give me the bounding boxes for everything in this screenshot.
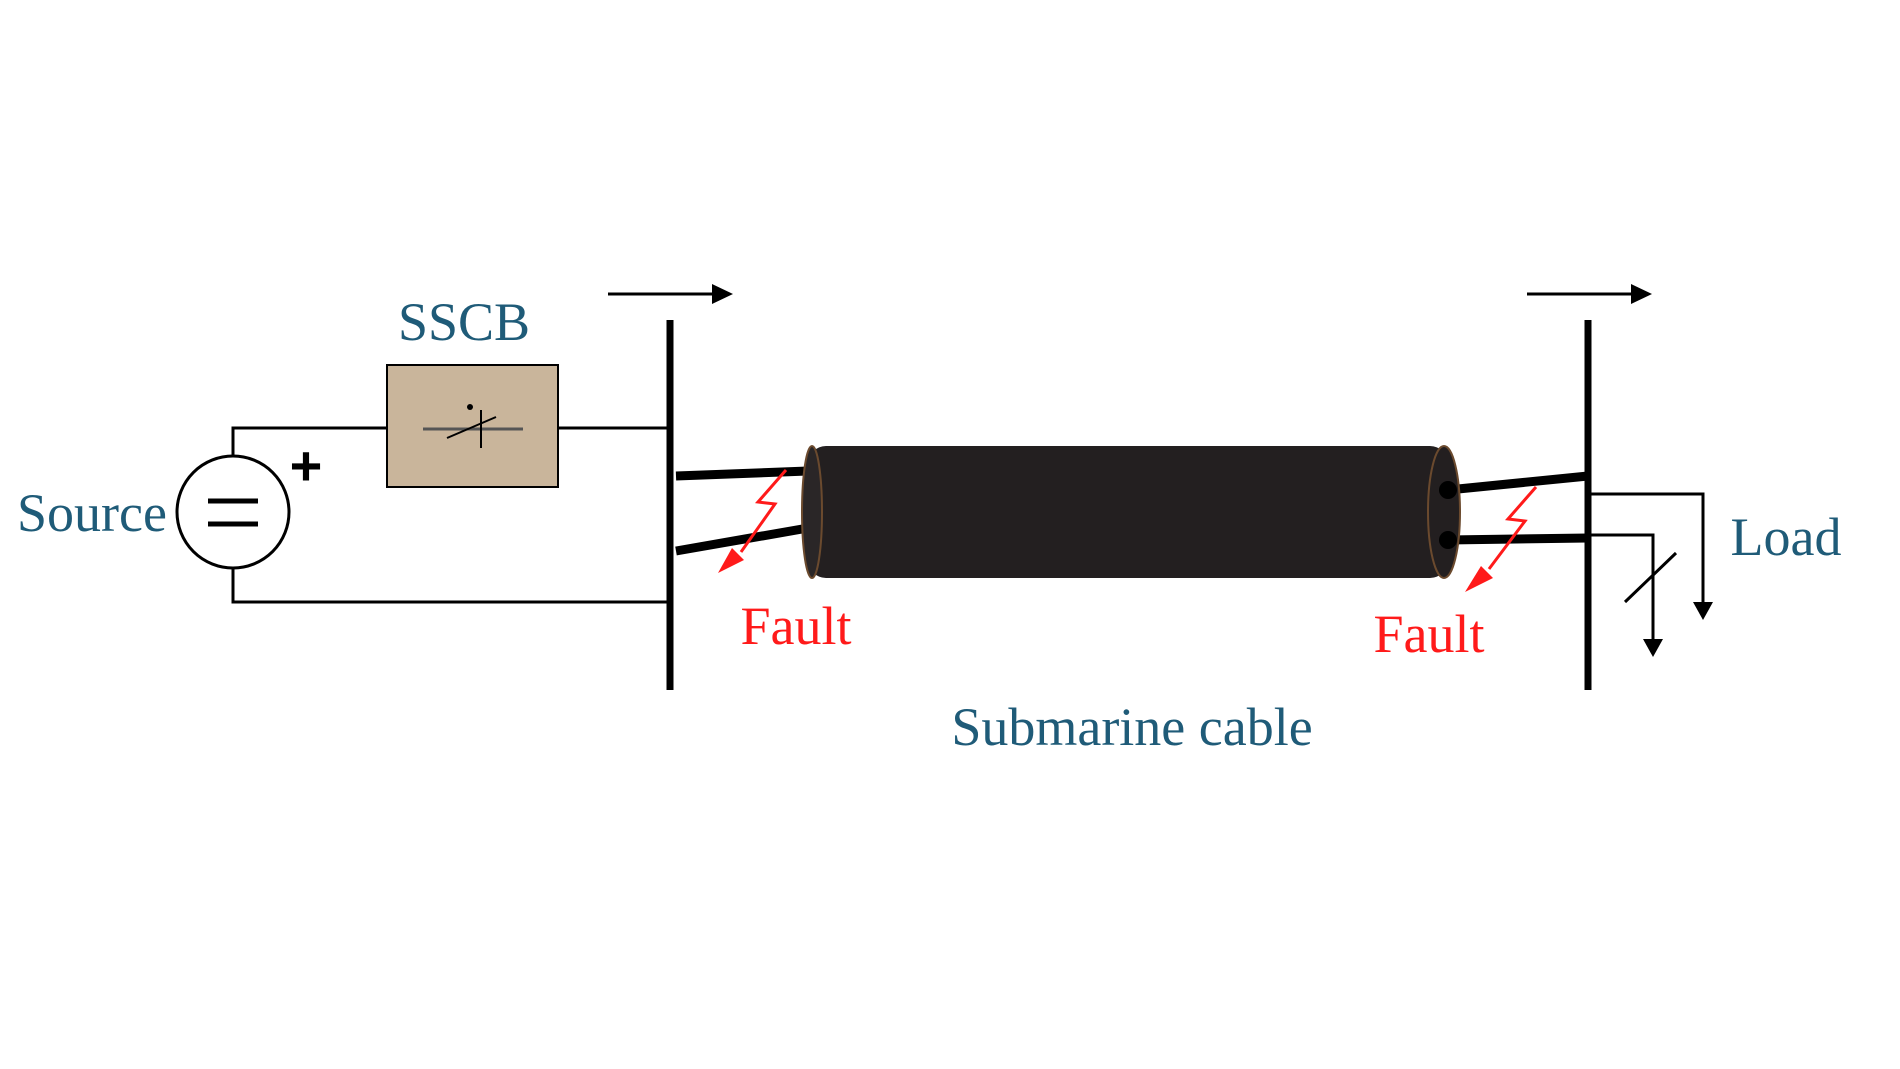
load-label: Load xyxy=(1731,507,1842,567)
solid-state-circuit-breaker-icon xyxy=(386,364,559,488)
fault-label-left: Fault xyxy=(740,596,851,656)
lightning-bolt-icon xyxy=(718,469,788,573)
lightning-bolt-icon xyxy=(1465,486,1538,592)
load-branch xyxy=(1588,492,1713,620)
sscb-label: SSCB xyxy=(398,292,530,352)
fault-label-right: Fault xyxy=(1373,604,1484,664)
direction-arrow-right xyxy=(1527,284,1652,304)
source-wiring xyxy=(231,426,670,604)
plus-sign: + xyxy=(290,434,323,497)
dc-voltage-source-icon xyxy=(175,454,291,570)
submarine-cable xyxy=(801,445,1461,579)
direction-arrow-left xyxy=(608,284,733,304)
cable-leads xyxy=(675,466,1589,556)
switch-icon xyxy=(1588,533,1678,657)
source-label: Source xyxy=(17,483,167,543)
submarine-cable-label: Submarine cable xyxy=(951,697,1312,757)
